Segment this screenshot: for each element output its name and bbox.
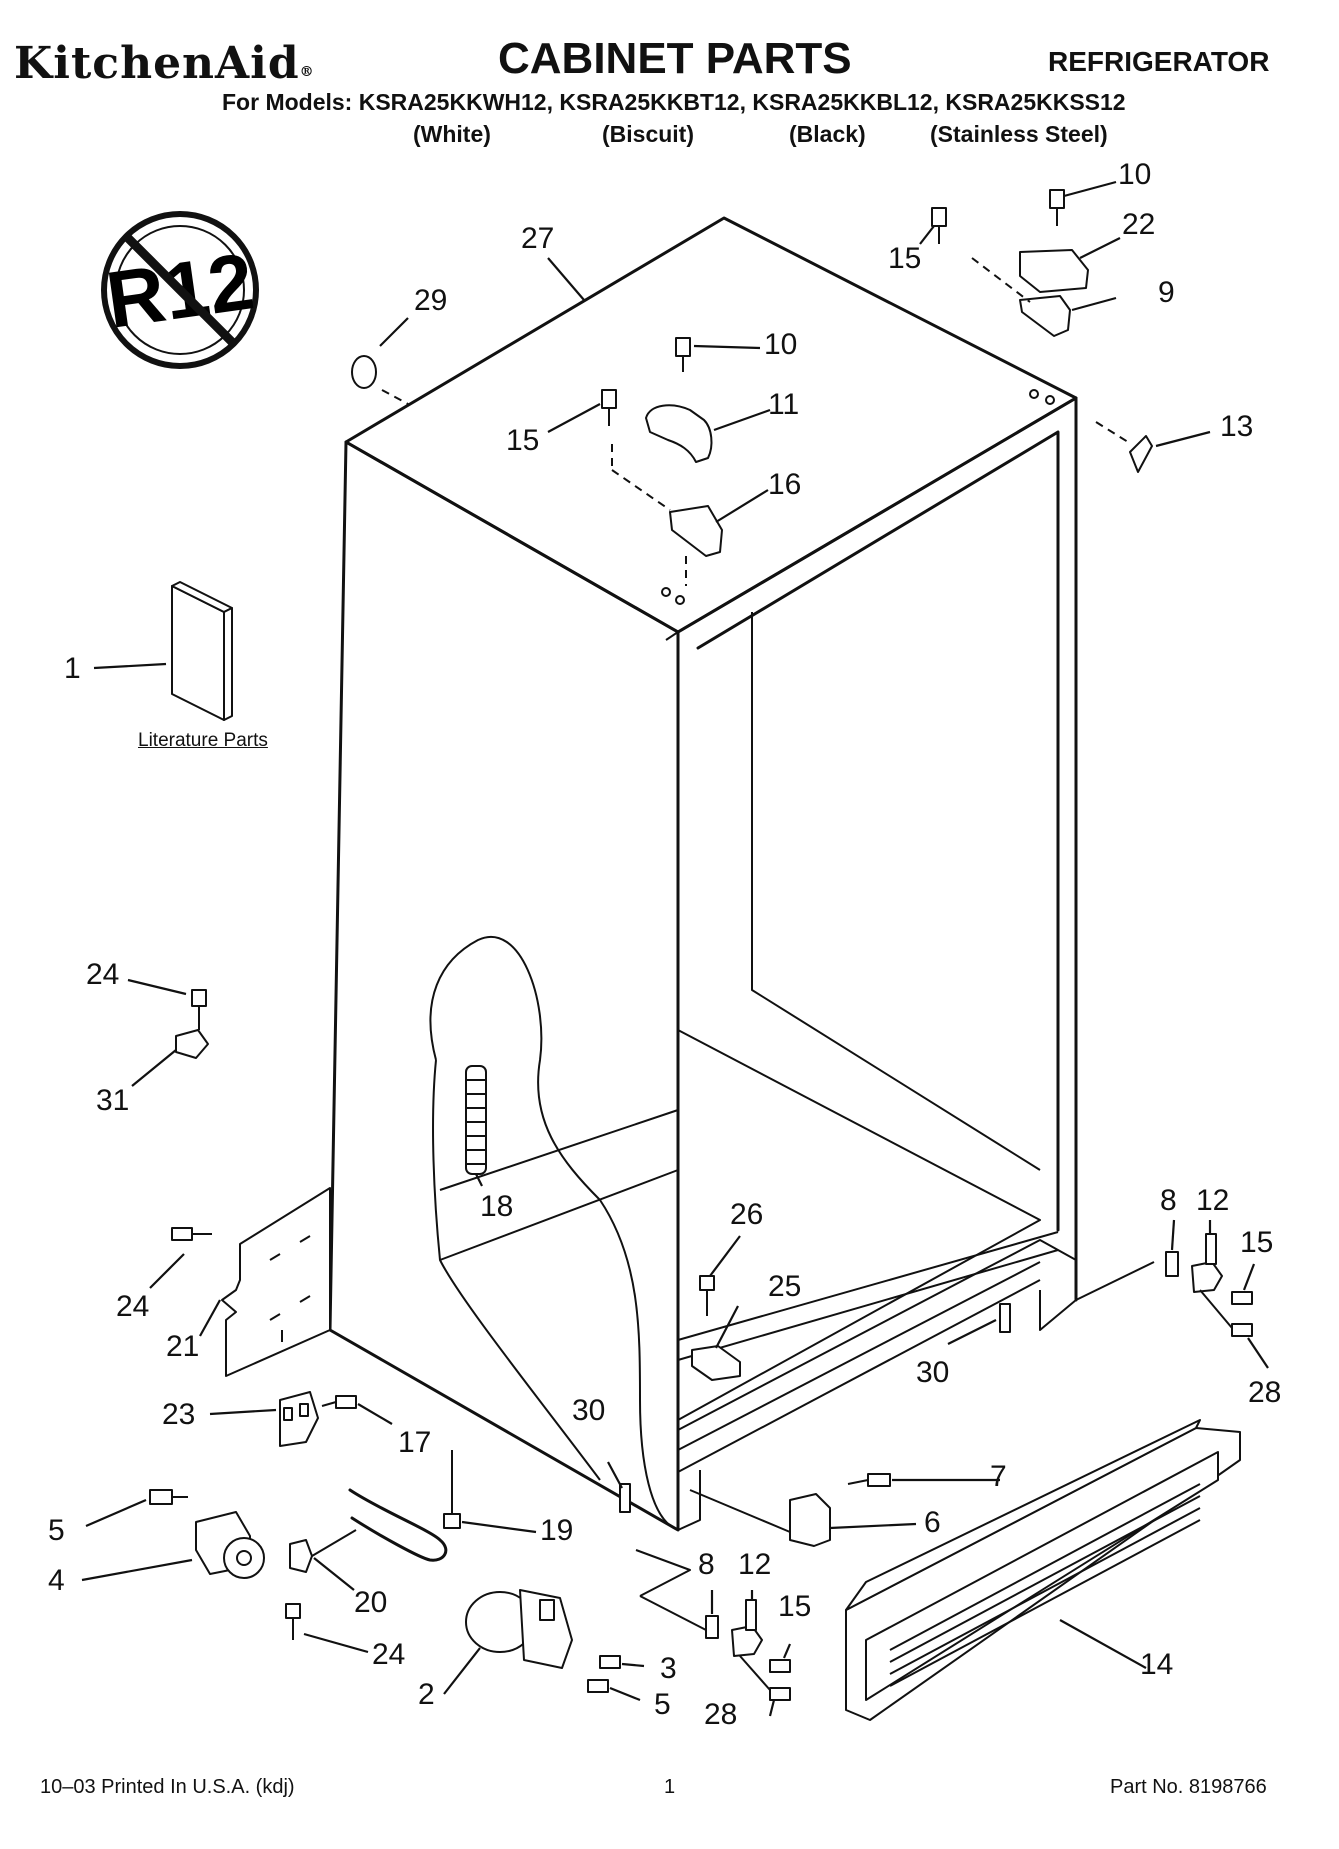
callout-31: 31 bbox=[96, 1084, 130, 1117]
hinge-bracket-6 bbox=[635, 1473, 891, 1597]
tube-clamp bbox=[289, 1529, 357, 1573]
callout-9: 9 bbox=[1158, 276, 1175, 309]
callout-6: 6 bbox=[924, 1506, 941, 1539]
cabinet-shell bbox=[328, 216, 1078, 1532]
upper-hinge-assembly-right bbox=[931, 189, 1089, 337]
no-r12-badge: R12 bbox=[101, 211, 259, 369]
small-bracket-30-right bbox=[999, 1303, 1011, 1333]
callout-5-lower: 5 bbox=[654, 1688, 671, 1721]
part-number: Part No. 8198766 bbox=[1110, 1776, 1267, 1798]
bottom-hinge-lower bbox=[639, 1595, 791, 1701]
small-bracket-30-left bbox=[619, 1483, 631, 1513]
color-stainless-steel: (Stainless Steel) bbox=[930, 121, 1108, 147]
callout-30-left: 30 bbox=[572, 1394, 606, 1427]
model-list: For Models: KSRA25KKWH12, KSRA25KKBT12, … bbox=[222, 89, 1126, 115]
callout-2: 2 bbox=[418, 1678, 435, 1711]
callout-8-lower: 8 bbox=[698, 1548, 715, 1581]
leveler-bracket bbox=[279, 1391, 357, 1447]
print-info: 10–03 Printed In U.S.A. (kdj) bbox=[40, 1776, 295, 1798]
toe-clip bbox=[1095, 421, 1153, 473]
callout-16: 16 bbox=[768, 468, 802, 501]
callout-leaders bbox=[81, 180, 1269, 1717]
callout-29: 29 bbox=[414, 284, 448, 317]
literature-booklet bbox=[171, 581, 233, 721]
callout-23: 23 bbox=[162, 1398, 196, 1431]
callout-22: 22 bbox=[1122, 208, 1156, 241]
literature-parts-label: Literature Parts bbox=[138, 730, 268, 751]
water-tube bbox=[348, 1450, 461, 1562]
callout-17: 17 bbox=[398, 1426, 432, 1459]
callout-8-right: 8 bbox=[1160, 1184, 1177, 1217]
callout-25: 25 bbox=[768, 1270, 802, 1303]
roller-wheel bbox=[149, 1489, 265, 1579]
callout-24-lower: 24 bbox=[372, 1638, 406, 1671]
callout-21: 21 bbox=[166, 1330, 200, 1363]
page-title: CABINET PARTS bbox=[498, 34, 852, 83]
callout-15-center: 15 bbox=[506, 424, 540, 457]
callout-15-top-right: 15 bbox=[888, 242, 922, 275]
callout-19: 19 bbox=[540, 1514, 574, 1547]
bottom-hinge-right bbox=[1075, 1233, 1253, 1337]
side-bracket-plate bbox=[171, 1187, 331, 1377]
callout-7: 7 bbox=[990, 1460, 1007, 1493]
color-biscuit: (Biscuit) bbox=[602, 121, 694, 147]
brand-logo: KitchenAid® bbox=[14, 38, 315, 89]
page-number: 1 bbox=[664, 1776, 676, 1798]
callout-3: 3 bbox=[660, 1652, 677, 1685]
screw-and-clamp-left bbox=[175, 989, 209, 1059]
plug-button bbox=[351, 355, 409, 405]
cam-bracket bbox=[691, 1275, 741, 1381]
callout-14: 14 bbox=[1140, 1648, 1174, 1681]
upper-hinge-assembly-center bbox=[601, 337, 723, 586]
callout-26: 26 bbox=[730, 1198, 764, 1231]
callout-12-right: 12 bbox=[1196, 1184, 1230, 1217]
front-leveler-assembly bbox=[465, 1589, 621, 1693]
callout-24-upper: 24 bbox=[86, 958, 120, 991]
color-black: (Black) bbox=[789, 121, 866, 147]
callout-28-lower: 28 bbox=[704, 1698, 738, 1731]
appliance-type: REFRIGERATOR bbox=[1048, 46, 1270, 77]
callout-10-center: 10 bbox=[764, 328, 798, 361]
callout-15-lower: 15 bbox=[778, 1590, 812, 1623]
screw-24-bottom bbox=[285, 1603, 301, 1640]
callout-20: 20 bbox=[354, 1586, 388, 1619]
callout-10-right: 10 bbox=[1118, 158, 1152, 191]
color-white: (White) bbox=[413, 121, 491, 147]
callout-27: 27 bbox=[521, 222, 555, 255]
callout-15-right: 15 bbox=[1240, 1226, 1274, 1259]
callout-18: 18 bbox=[480, 1190, 514, 1223]
callout-11: 11 bbox=[768, 388, 800, 421]
callout-28-right: 28 bbox=[1248, 1376, 1282, 1409]
callout-5-left: 5 bbox=[48, 1514, 65, 1547]
callout-13: 13 bbox=[1220, 410, 1254, 443]
callout-30-right: 30 bbox=[916, 1356, 950, 1389]
callout-12-lower: 12 bbox=[738, 1548, 772, 1581]
callout-24-mid: 24 bbox=[116, 1290, 150, 1323]
spring-coil bbox=[465, 1065, 487, 1175]
callout-1: 1 bbox=[64, 652, 81, 685]
base-grille bbox=[845, 1419, 1241, 1721]
grille-slats bbox=[889, 1483, 1201, 1687]
callout-4: 4 bbox=[48, 1564, 65, 1597]
